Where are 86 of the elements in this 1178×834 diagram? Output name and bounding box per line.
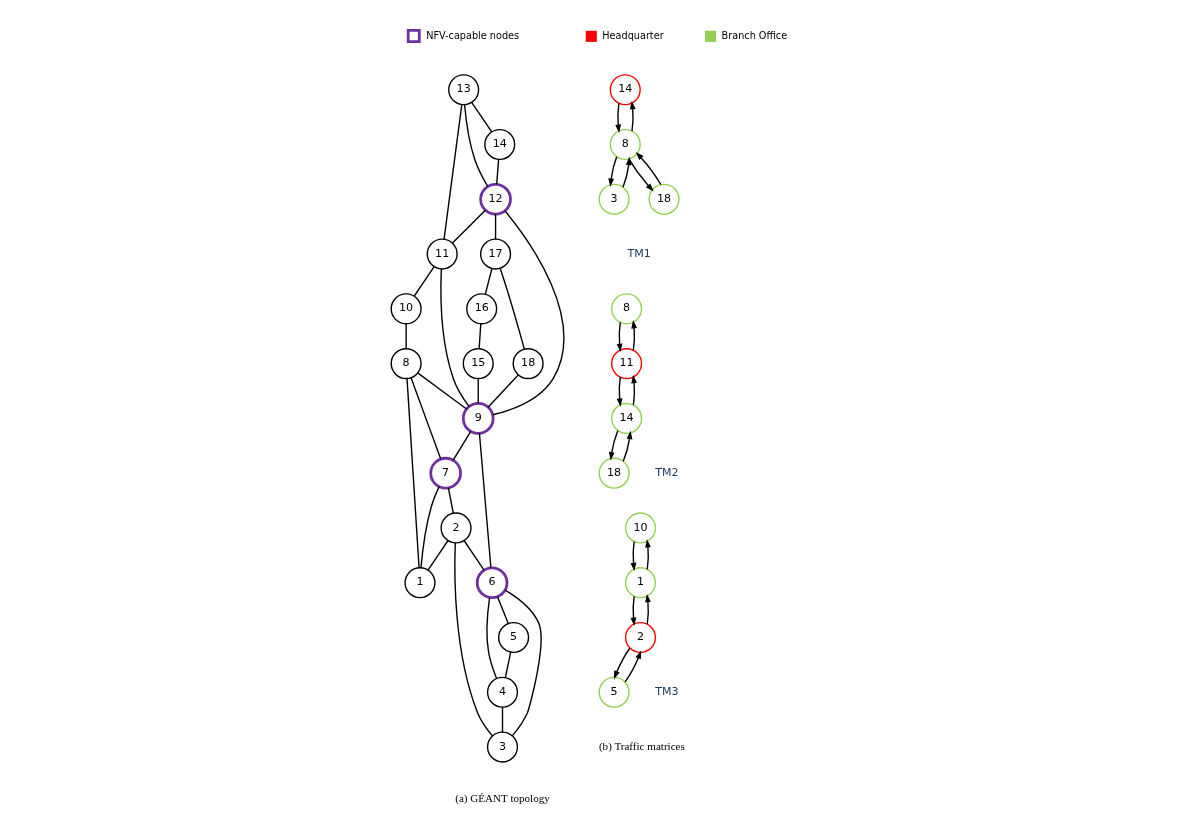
- node-circle: 10: [624, 512, 657, 544]
- connector: [501, 706, 504, 733]
- node-circle: 10: [390, 293, 422, 325]
- node-circle: 14: [484, 128, 516, 161]
- connector: [410, 377, 442, 460]
- connector: [471, 101, 493, 133]
- node-circle: 13: [448, 74, 480, 106]
- node-circle: 11: [611, 348, 643, 380]
- connector: [447, 487, 454, 514]
- node-circle: 1: [404, 567, 436, 599]
- legend-label: NFV-capable nodes: [426, 29, 520, 41]
- label: TM3: [655, 684, 679, 698]
- node-circle: 6: [475, 566, 509, 599]
- arrow: [630, 540, 637, 572]
- arrow: [631, 374, 638, 406]
- connector: [492, 210, 565, 416]
- connector: [440, 268, 470, 408]
- arrow: [608, 156, 618, 187]
- connector: [405, 323, 407, 350]
- legend-label: Branch Office: [721, 29, 788, 41]
- node-circle: 15: [462, 348, 494, 380]
- node-circle: 8: [609, 128, 641, 161]
- node-circle: 11: [426, 238, 458, 270]
- node-circle: 5: [598, 676, 630, 708]
- connector: [494, 213, 497, 240]
- connector: [484, 268, 493, 295]
- arrow: [622, 430, 633, 462]
- connector: [478, 432, 492, 569]
- arrow: [645, 539, 651, 570]
- node-circle: 5: [498, 621, 530, 654]
- node-circle: 1: [624, 567, 657, 599]
- label: (a) GÉANT topology: [455, 792, 550, 805]
- connector: [417, 372, 468, 410]
- node-circle: 8: [611, 293, 643, 325]
- node-circle: 18: [598, 457, 630, 489]
- arrow: [622, 156, 632, 188]
- connector: [452, 430, 472, 461]
- connector: [406, 377, 420, 569]
- arrow: [635, 152, 662, 186]
- node-circle: 12: [479, 183, 512, 216]
- label: TM1: [627, 246, 651, 260]
- node-circle: 16: [466, 293, 498, 325]
- arrow: [629, 100, 636, 132]
- connector: [443, 103, 463, 240]
- connector: [427, 540, 449, 571]
- connector: [463, 104, 489, 188]
- node-circle: 18: [512, 348, 544, 380]
- arrow: [631, 320, 638, 351]
- arrow: [624, 650, 642, 683]
- node-circle: 14: [611, 402, 643, 434]
- connector: [499, 267, 526, 350]
- node-circle: 14: [609, 74, 641, 106]
- label: TM2: [655, 465, 679, 479]
- connector: [504, 589, 542, 737]
- connector: [454, 542, 494, 737]
- arrow: [630, 595, 637, 626]
- connector: [420, 485, 440, 569]
- node-circle: 7: [429, 456, 462, 490]
- connector: [477, 377, 479, 405]
- arrow: [613, 647, 631, 680]
- connector: [504, 651, 512, 679]
- arrow: [628, 158, 654, 192]
- node-circle: 2: [440, 512, 472, 544]
- node-circle: 3: [598, 183, 630, 215]
- node-circle: 17: [479, 238, 512, 270]
- arrow: [615, 102, 622, 133]
- arrow: [608, 429, 619, 461]
- connector: [463, 540, 485, 571]
- node-circle: 8: [390, 348, 422, 380]
- connector: [451, 209, 486, 244]
- connector: [496, 158, 500, 185]
- connector: [487, 374, 519, 408]
- node-circle: 2: [624, 621, 657, 654]
- arrow: [616, 321, 623, 353]
- connector: [496, 596, 509, 625]
- connector: [413, 266, 435, 297]
- legend-label: Headquarter: [602, 29, 664, 41]
- connector: [486, 596, 498, 680]
- node-circle: 9: [461, 402, 495, 435]
- node-circle: 18: [648, 183, 680, 215]
- node-circle: 4: [486, 676, 519, 708]
- node-circle: 3: [486, 731, 519, 763]
- arrow: [616, 376, 623, 407]
- label: (b) Traffic matrices: [598, 739, 685, 752]
- connector: [478, 323, 482, 350]
- arrow: [645, 593, 651, 625]
